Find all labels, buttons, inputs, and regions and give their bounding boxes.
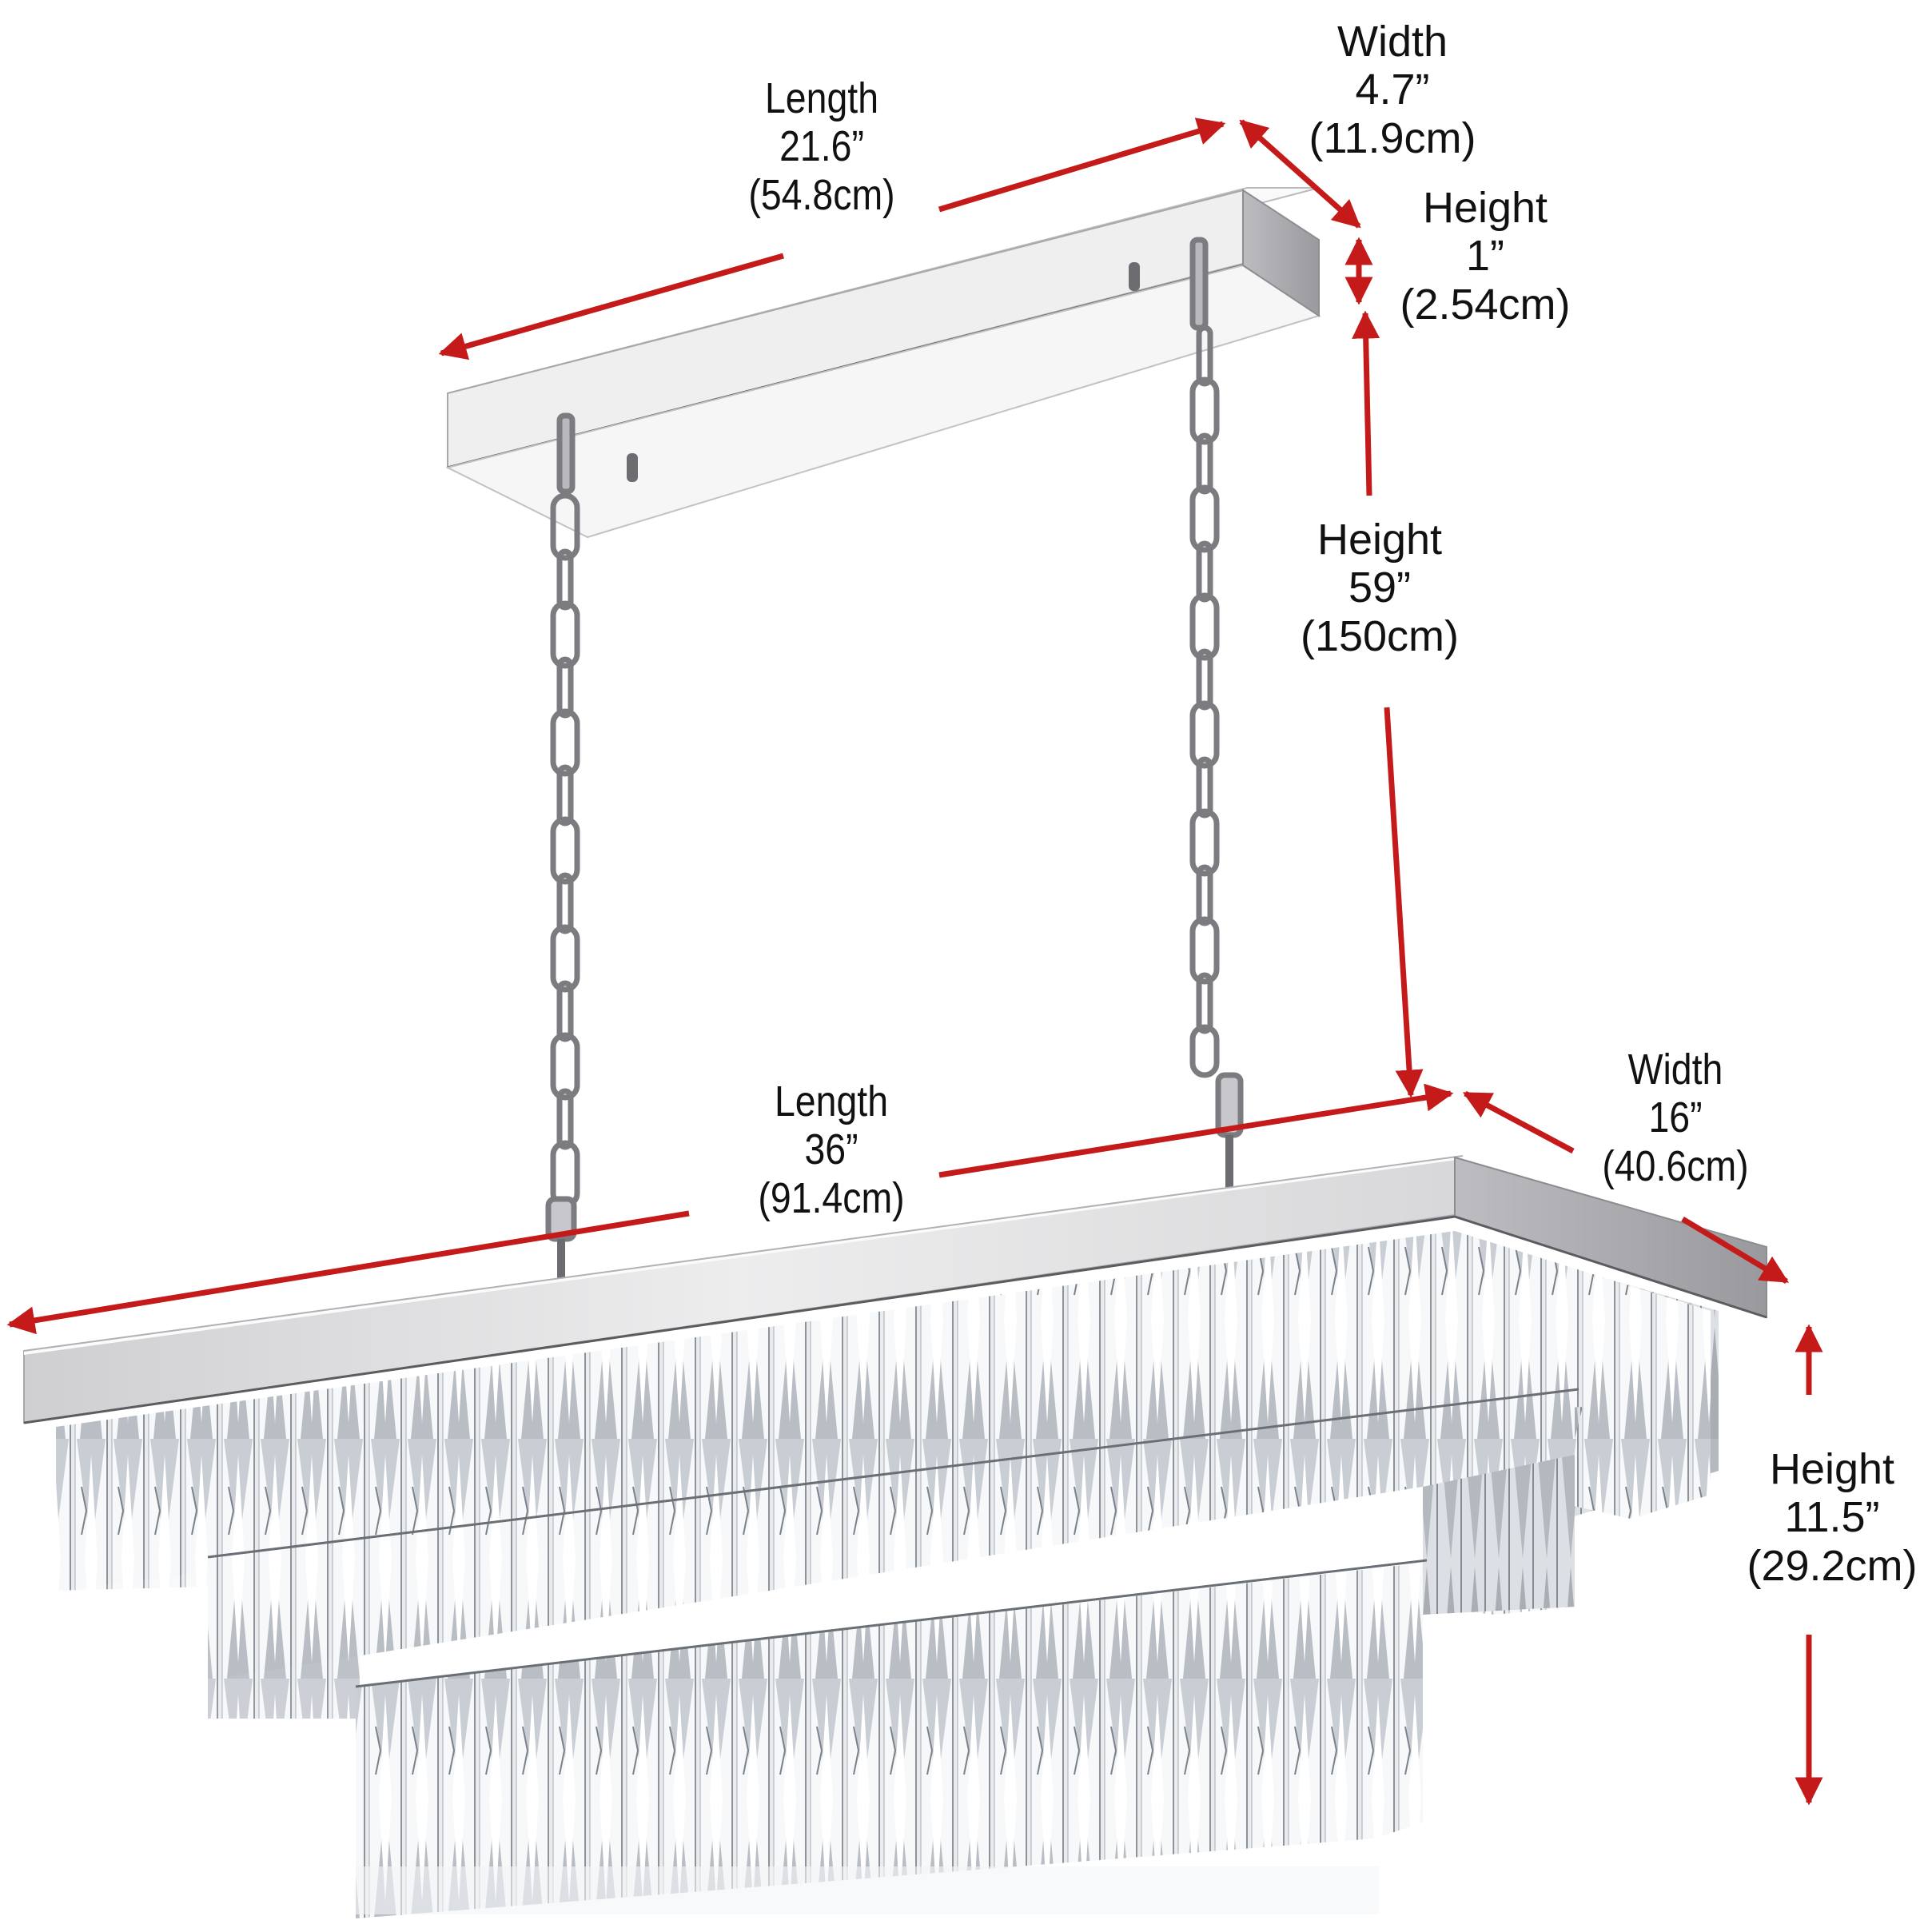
label-inches: 36”	[804, 1125, 858, 1174]
label-inches: 11.5”	[1784, 1493, 1880, 1542]
arrow-chain-height-top	[1352, 310, 1380, 496]
label-cm: (40.6cm)	[1602, 1141, 1749, 1190]
label-body-length: Length 36” (91.4cm)	[758, 1078, 904, 1222]
label-body-width: Width 16” (40.6cm)	[1602, 1046, 1748, 1190]
arrow-canopy-width	[1239, 119, 1361, 229]
arrow-body-width-bottom	[1681, 1216, 1790, 1285]
label-cm: (11.9cm)	[1309, 114, 1476, 162]
chandelier-body	[23, 1155, 1767, 1918]
arrow-body-width-top	[1462, 1090, 1575, 1154]
label-chain-height: Height 59” (150cm)	[1301, 516, 1459, 660]
right-chain	[1189, 237, 1244, 1193]
label-title: Height	[1769, 1445, 1895, 1493]
label-canopy-length: Length 21.6” (54.8cm)	[748, 74, 894, 219]
label-inches: 21.6”	[779, 122, 864, 171]
label-canopy-width: Width 4.7” (11.9cm)	[1309, 18, 1476, 162]
arrow-chain-height-bottom	[1384, 707, 1424, 1098]
label-inches: 4.7”	[1355, 66, 1430, 114]
label-title: Height	[1422, 184, 1548, 232]
label-title: Length	[774, 1078, 889, 1125]
label-cm: (54.8cm)	[748, 170, 895, 219]
label-cm: (29.2cm)	[1747, 1541, 1918, 1590]
label-cm: (150cm)	[1300, 611, 1460, 660]
arrow-body-length-left	[6, 1210, 690, 1335]
label-cm: (91.4cm)	[758, 1173, 905, 1222]
label-title: Width	[1627, 1046, 1723, 1093]
canopy	[445, 187, 1321, 539]
arrow-canopy-length-right	[938, 118, 1226, 213]
dimension-arrows	[6, 118, 1823, 1806]
arrow-body-length-right	[938, 1083, 1454, 1178]
label-title: Width	[1336, 18, 1448, 66]
left-chain	[545, 412, 580, 1303]
label-inches: 16”	[1648, 1093, 1703, 1142]
label-inches: 1”	[1465, 232, 1505, 281]
label-body-height: Height 11.5” (29.2cm)	[1747, 1445, 1917, 1590]
label-canopy-height: Height 1” (2.54cm)	[1400, 184, 1570, 329]
label-title: Height	[1317, 516, 1443, 564]
label-inches: 59”	[1348, 564, 1412, 612]
arrow-canopy-length-left	[438, 253, 784, 361]
label-cm: (2.54cm)	[1400, 280, 1571, 329]
label-title: Length	[764, 74, 879, 122]
